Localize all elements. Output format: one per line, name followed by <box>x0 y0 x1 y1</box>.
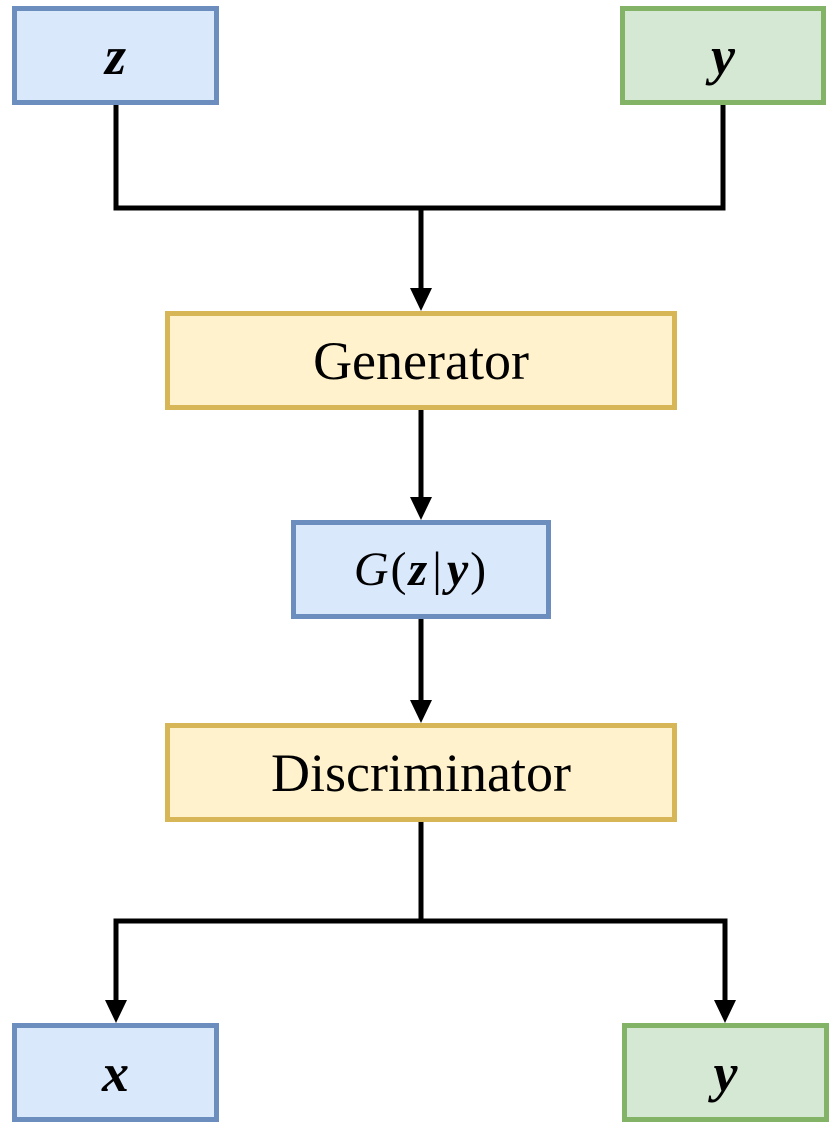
real-output-box: x <box>12 1023 219 1122</box>
arrowhead-output-x <box>105 1000 127 1023</box>
condition-output-label: y <box>713 1042 738 1103</box>
merge-connector <box>113 104 726 211</box>
arrowhead-generator <box>410 288 432 311</box>
formula-condition: y <box>446 542 469 596</box>
noise-input-label: z <box>104 25 126 86</box>
arrowhead-output-y <box>714 1000 736 1023</box>
formula-close-paren: ) <box>470 542 487 596</box>
condition-input-label: y <box>711 25 735 86</box>
discriminator-box: Discriminator <box>165 723 677 822</box>
arrowhead-discriminator <box>410 700 432 723</box>
formula-noise: z <box>408 542 428 596</box>
arrowhead-generated-sample <box>410 497 432 520</box>
condition-output-box: y <box>622 1023 829 1122</box>
split-connector <box>113 822 424 1004</box>
noise-input-box: z <box>12 6 219 105</box>
formula-open-paren: ( <box>390 542 407 596</box>
real-output-label: x <box>102 1042 129 1103</box>
split-connector-right <box>421 918 728 1004</box>
generator-box: Generator <box>165 311 677 410</box>
formula-separator: | <box>432 542 442 596</box>
formula-function: G <box>353 542 389 596</box>
discriminator-label: Discriminator <box>271 742 571 803</box>
condition-input-box: y <box>620 6 826 105</box>
generated-sample-formula: G(z|y) <box>353 542 488 596</box>
generated-sample-box: G(z|y) <box>291 520 551 619</box>
generator-label: Generator <box>313 330 529 391</box>
